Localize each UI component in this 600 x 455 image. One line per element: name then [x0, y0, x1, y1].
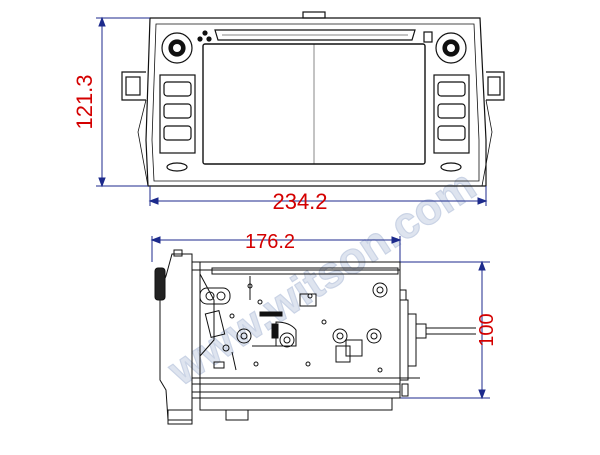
front-view: [121, 11, 505, 187]
front-width-dimension: [148, 186, 488, 206]
side-height-dimension: [400, 260, 490, 400]
side-depth-dimension: [150, 236, 402, 262]
side-height-label: 100: [476, 313, 498, 346]
side-depth-label: 176.2: [245, 231, 295, 253]
front-height-dimension: [96, 16, 150, 188]
front-height-label: 121.3: [72, 74, 97, 129]
side-view: [154, 249, 476, 425]
front-width-label: 234.2: [272, 189, 327, 214]
